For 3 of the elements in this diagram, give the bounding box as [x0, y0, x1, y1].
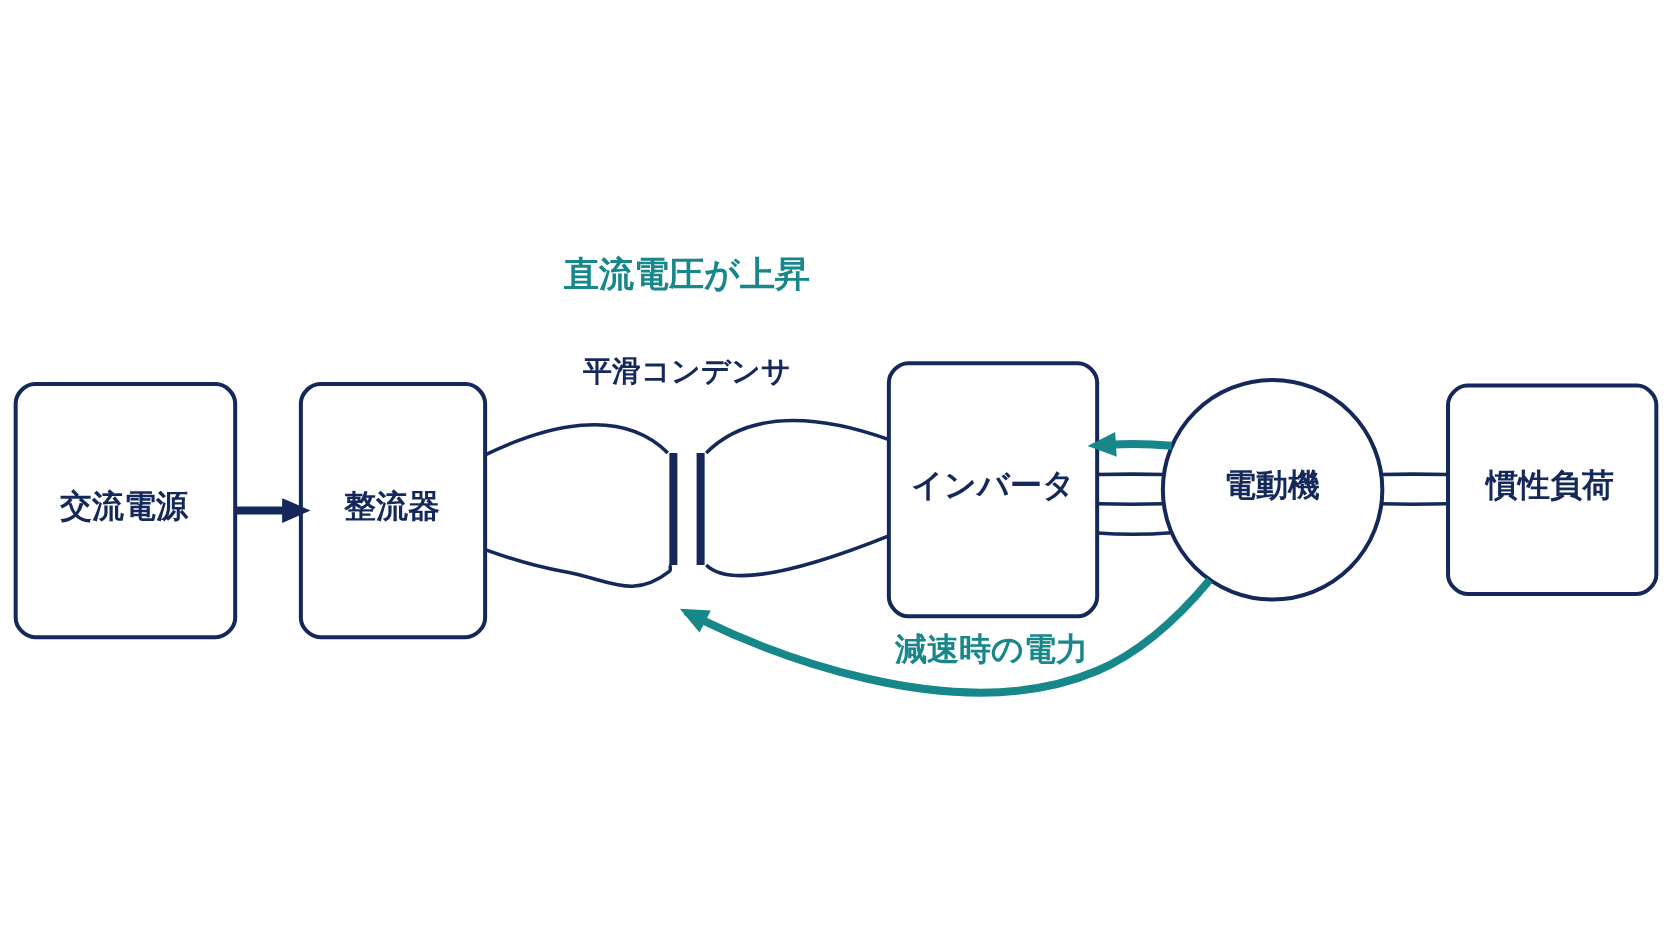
- label: 直流電圧が上昇: [563, 252, 810, 294]
- edge-label: 減速時の電力: [895, 629, 1089, 668]
- node-label: 平滑コンデンサ: [582, 353, 791, 388]
